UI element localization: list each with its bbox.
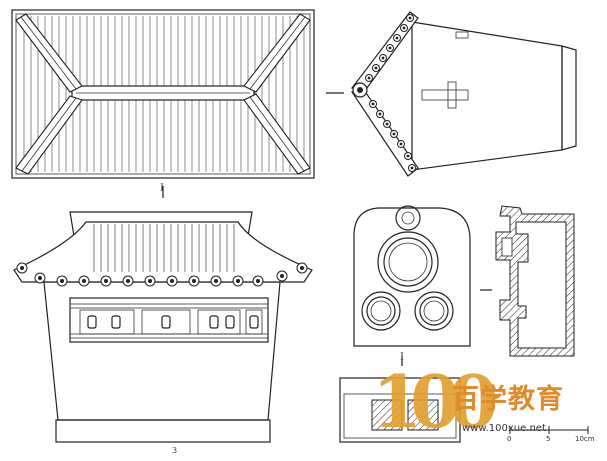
watermark-logo-number: 100	[372, 359, 498, 444]
tile-end-center	[381, 56, 385, 60]
scale-label-mid: 5	[546, 435, 551, 443]
cross-section-view	[495, 205, 575, 357]
tile-end-center	[378, 112, 382, 116]
tile-end-center	[300, 266, 304, 270]
tile-end-center	[406, 154, 410, 158]
stove-top-face-view	[353, 205, 471, 347]
tile-end-center	[385, 122, 389, 126]
tile-end-center	[392, 132, 396, 136]
label-divider-top: I	[160, 183, 164, 194]
tile-end-center	[280, 274, 284, 278]
tile-end-center	[148, 279, 152, 283]
tile-end-center	[104, 279, 108, 283]
window-panels	[79, 309, 263, 335]
tile-end-center	[236, 279, 240, 283]
label-divider-mid: I	[400, 352, 404, 363]
scale-bar	[509, 426, 589, 434]
tile-end-center	[214, 279, 218, 283]
tile-end-center	[399, 142, 403, 146]
scale-label-end: 10cm	[575, 435, 595, 443]
tile-end-center	[367, 76, 371, 80]
tile-end-center	[192, 279, 196, 283]
tile-end-center	[126, 279, 130, 283]
tile-end-center	[402, 26, 406, 30]
tile-end-center	[82, 279, 86, 283]
small-detail-view	[339, 377, 461, 443]
label-bottom-number: 3	[172, 446, 178, 455]
side-elevation-view	[350, 11, 577, 177]
tile-end-center	[371, 102, 375, 106]
roof-tile-ends	[16, 262, 308, 287]
roof-tile-ends	[365, 14, 416, 172]
tile-end-center	[374, 66, 378, 70]
roof-hips	[15, 13, 311, 175]
tile-end-center	[60, 279, 64, 283]
tile-end-center	[38, 276, 42, 280]
tile-end-center	[410, 166, 414, 170]
tile-end-center	[395, 36, 399, 40]
watermark-url: www.100xue.net	[462, 423, 546, 434]
tile-end-center	[256, 279, 260, 283]
roof-top-view	[11, 9, 315, 179]
tile-end-center	[170, 279, 174, 283]
tile-end-center	[20, 266, 24, 270]
watermark-chinese-text: 百学教育	[452, 384, 564, 415]
front-elevation-view	[13, 211, 313, 443]
tile-end-center	[408, 16, 412, 20]
scale-label-zero: 0	[507, 435, 512, 443]
tile-end-center	[388, 46, 392, 50]
roof-slats	[93, 224, 235, 272]
